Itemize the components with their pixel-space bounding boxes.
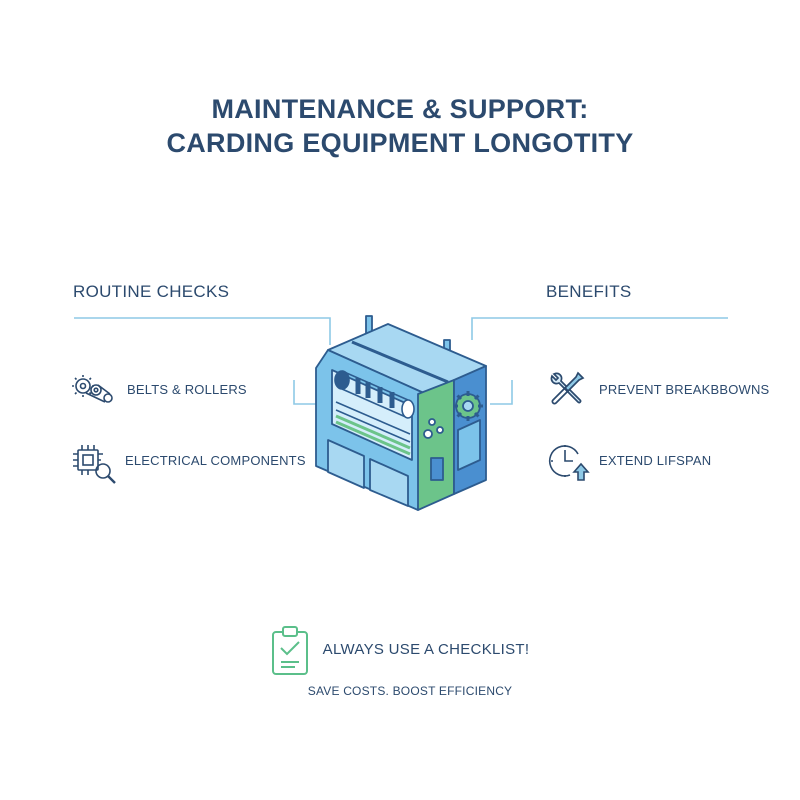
gears-belt-icon bbox=[72, 374, 114, 406]
item-extend-lifespan: EXTEND LIFSPAN bbox=[599, 453, 712, 468]
wrench-screwdriver-icon bbox=[548, 370, 586, 408]
item-prevent-breakdowns: PREVENT BREAKBBOWNS bbox=[599, 382, 770, 397]
routine-connector bbox=[74, 317, 331, 345]
item-electrical-components: ELECTRICAL COMPONENTS bbox=[125, 453, 306, 468]
clock-arrow-icon bbox=[548, 442, 592, 482]
checklist-subtext: SAVE COSTS. BOOST EFFICIENCY bbox=[307, 684, 513, 698]
item-belts-rollers: BELTS & ROLLERS bbox=[127, 382, 247, 397]
routine-checks-heading: ROUTINE CHECKS bbox=[73, 282, 230, 301]
title-line-2: CARDING EQUIPMENT LONGOTITY bbox=[166, 128, 634, 158]
circuit-magnifier-icon bbox=[72, 444, 118, 484]
title-line-1: MAINTENANCE & SUPPORT: bbox=[211, 94, 589, 124]
checklist-label: ALWAYS USE A CHECKLIST! bbox=[322, 641, 530, 658]
carding-machine-illustration bbox=[308, 310, 498, 520]
benefits-heading: BENEFITS bbox=[546, 282, 632, 301]
page-title: MAINTENANCE & SUPPORT: CARDING EQUIPMENT… bbox=[0, 92, 800, 160]
clipboard-check-icon bbox=[271, 626, 311, 676]
benefits-connector bbox=[471, 317, 728, 340]
checklist-callout: ALWAYS USE A CHECKLIST! bbox=[0, 641, 800, 658]
